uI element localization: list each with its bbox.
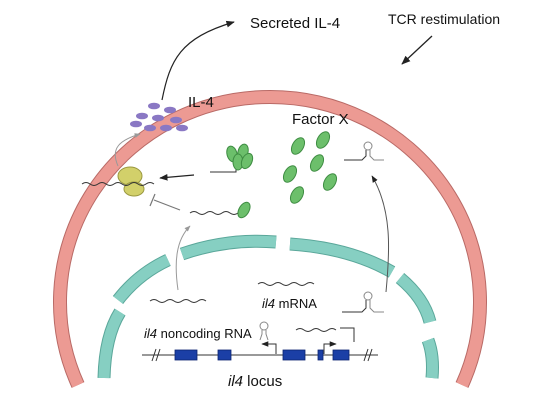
il4-protein-cluster xyxy=(130,102,188,132)
factor-x-label: Factor X xyxy=(292,111,349,128)
secretion-arrow xyxy=(161,20,235,101)
il4-locus-label: il4 locus xyxy=(228,373,282,390)
il4-label: IL-4 xyxy=(188,94,214,111)
cytoplasmic-hairpin-rna xyxy=(344,141,384,161)
ribosome xyxy=(117,166,145,197)
factor-x-on-mrna xyxy=(237,201,251,219)
secreted-il4-label: Secreted IL-4 xyxy=(250,15,340,32)
nuclear-envelope xyxy=(97,234,439,379)
nuclear-mrna-middle xyxy=(257,282,315,286)
mrna-promoter-arrow xyxy=(323,341,337,354)
il4-locus-dna xyxy=(142,348,378,362)
il4-noncoding-rna-label: il4 noncoding RNA xyxy=(144,326,252,341)
nuclear-mrna-left xyxy=(149,299,207,303)
factor-x-bound-mrna xyxy=(189,211,239,215)
inhibition-line xyxy=(149,193,181,211)
factor-x-proteins xyxy=(282,131,338,204)
noncoding-export-arrow xyxy=(371,175,390,293)
noncoding-promoter-arrow xyxy=(261,341,277,354)
factor-x-bound-complex xyxy=(210,143,254,173)
ribosome-to-il4-arrow xyxy=(114,133,141,167)
ribosome-mrna xyxy=(81,182,155,186)
complex-to-ribosome-arrow xyxy=(159,173,195,181)
tcr-arrow xyxy=(401,35,433,65)
nuclear-hairpin-rna xyxy=(342,291,384,313)
noncoding-hairpin-near-locus xyxy=(259,321,269,341)
tcr-restimulation-label: TCR restimulation xyxy=(388,11,500,27)
mrna-transcription-start xyxy=(340,327,355,342)
il4-mrna-label: il4 mRNA xyxy=(262,296,317,311)
cell-membrane-fill xyxy=(54,90,486,388)
nascent-mrna xyxy=(295,328,337,332)
mrna-export-arrow xyxy=(175,225,191,291)
